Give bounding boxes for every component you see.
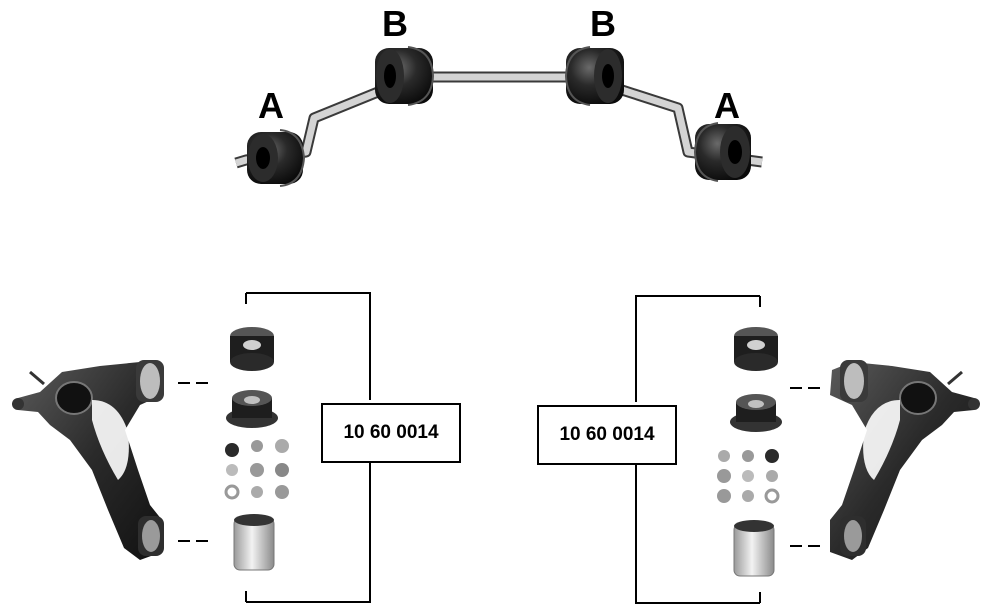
label-b-right: B <box>590 3 616 44</box>
left-kit-code: 10 60 0014 <box>321 403 461 463</box>
left-bracket <box>245 292 371 603</box>
control-arm-right <box>830 360 980 560</box>
label-a-right: A <box>714 85 740 126</box>
label-b-left: B <box>382 3 408 44</box>
right-kit-parts <box>717 327 782 577</box>
bushing-a-left <box>247 129 306 187</box>
bushing-a-right <box>693 122 751 182</box>
right-kit-code: 10 60 0014 <box>537 405 677 465</box>
left-pointer-dashes <box>178 382 208 542</box>
left-kit-parts <box>224 327 289 571</box>
stabilizer-bar <box>234 71 763 169</box>
label-a-left: A <box>258 85 284 126</box>
control-arm-left <box>12 360 164 560</box>
bushing-b-right <box>564 46 624 106</box>
right-bracket <box>635 295 761 604</box>
right-pointer-dashes <box>790 387 820 547</box>
bushing-b-left <box>375 46 435 106</box>
